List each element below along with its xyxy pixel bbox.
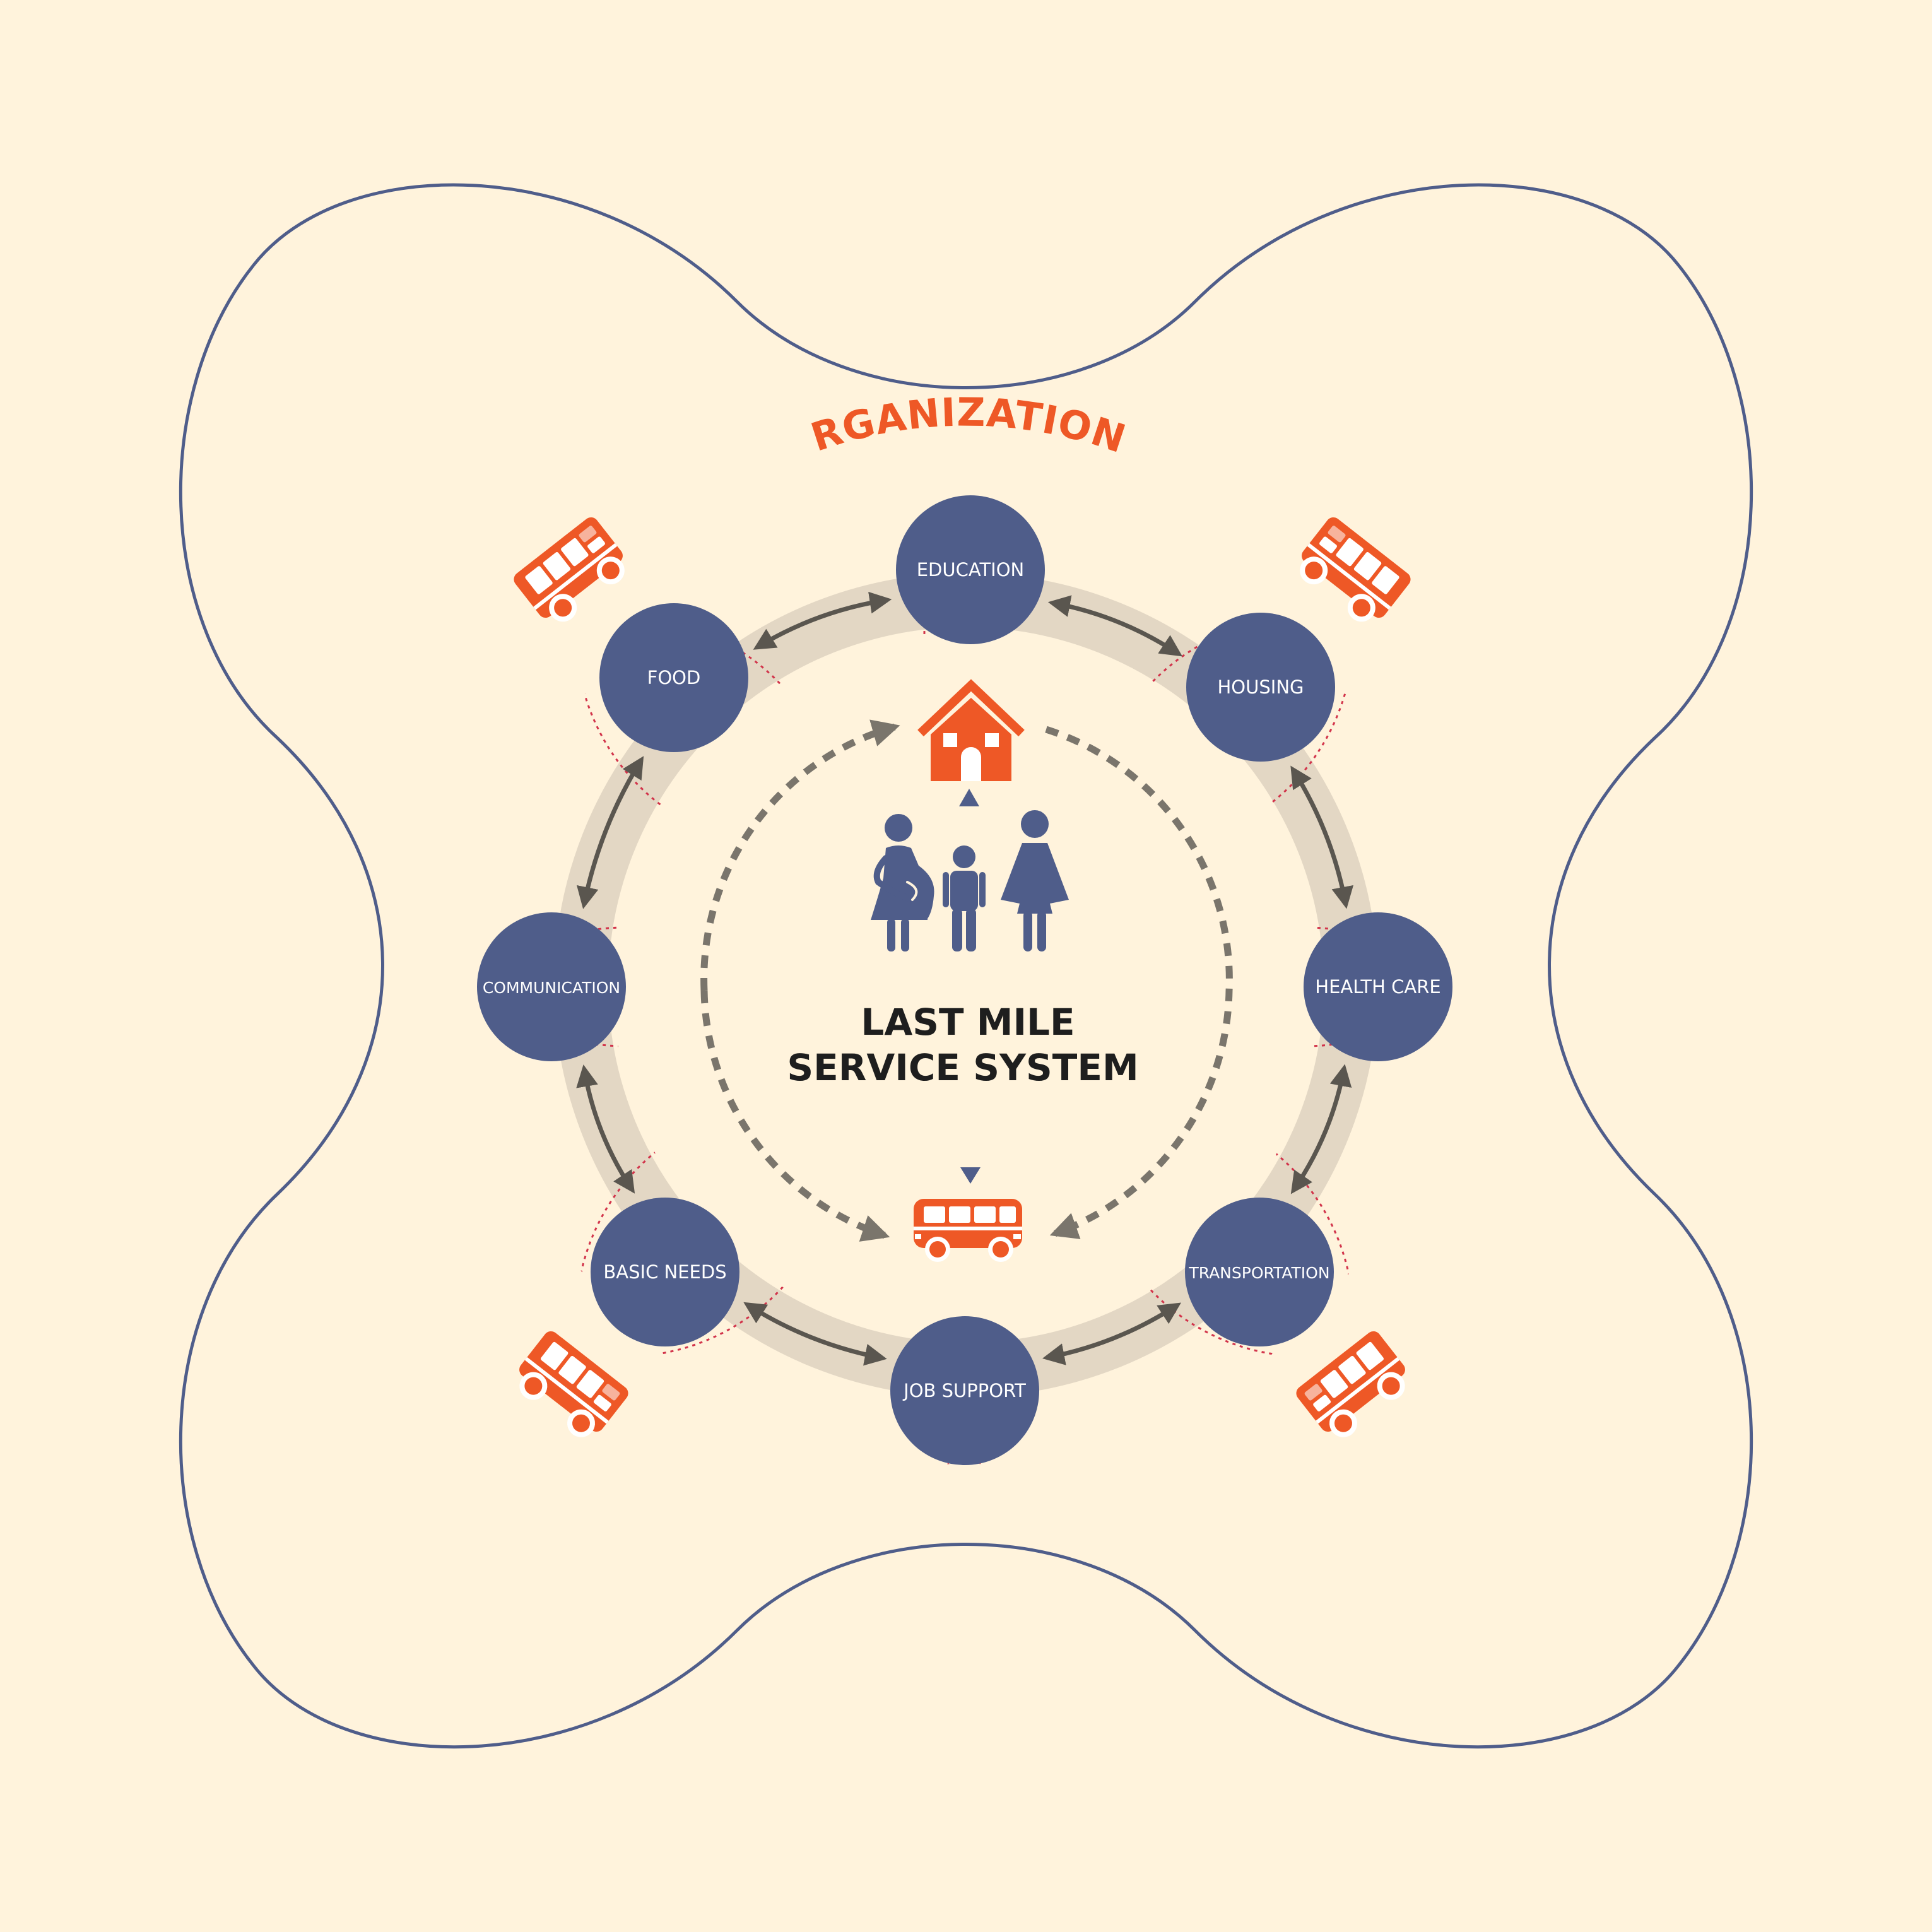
service-node-health-care: HEALTH CARE: [1304, 912, 1452, 1061]
service-node-education: EDUCATION: [896, 495, 1045, 644]
connector-arrow: [1290, 765, 1353, 909]
organizations-boundary: [179, 183, 1753, 1749]
node-connector-arrows: [576, 591, 1353, 1366]
service-node-circle: [477, 912, 626, 1061]
service-node-label: HEALTH CARE: [1315, 976, 1440, 998]
pointer-down-icon: [960, 1167, 981, 1184]
house-icon: [917, 679, 1025, 781]
connector-arrow: [1290, 1064, 1352, 1194]
service-node-food: FOOD: [599, 603, 748, 752]
service-node-circle: [896, 495, 1045, 644]
connector-arrow: [577, 756, 644, 909]
service-node-basic-needs: BASIC NEEDS: [591, 1198, 739, 1346]
bus-icon: [1289, 514, 1414, 633]
service-node-circle: [591, 1198, 739, 1346]
service-node-circle: [1304, 912, 1452, 1061]
service-node-housing: HOUSING: [1186, 613, 1335, 762]
service-node-label: TRANSPORTATION: [1188, 1264, 1329, 1282]
organizations-label: ORGANIZATIONS: [0, 0, 1132, 462]
service-node-circle: [1186, 613, 1335, 762]
service-node-communication: COMMUNICATION: [477, 912, 626, 1061]
service-node-transportation: TRANSPORTATION: [1185, 1198, 1334, 1346]
inner-flow-loop: [700, 719, 1233, 1242]
service-node-job-support: JOB SUPPORT: [890, 1316, 1039, 1465]
service-node-label: EDUCATION: [917, 559, 1025, 580]
service-node-label: JOB SUPPORT: [902, 1380, 1026, 1401]
connector-arrow: [753, 591, 892, 650]
service-node-circle: [890, 1316, 1039, 1465]
diagram-title-line2: SERVICE SYSTEM: [787, 1046, 1138, 1089]
service-node-label: HOUSING: [1218, 676, 1304, 698]
connector-arrow: [1042, 1302, 1181, 1365]
service-node-label: COMMUNICATION: [483, 979, 620, 997]
bus-icon: [914, 1199, 1022, 1262]
service-node-label: BASIC NEEDS: [603, 1261, 726, 1283]
bus-icon: [1293, 1328, 1418, 1447]
family-icon: [871, 810, 1069, 951]
pointer-up-icon: [959, 789, 979, 806]
connector-arrow: [576, 1064, 635, 1194]
connector-arrow: [1047, 595, 1183, 657]
bus-icon: [507, 1328, 632, 1447]
connector-arrow: [743, 1302, 887, 1366]
service-node-circle: [599, 603, 748, 752]
bus-icon: [510, 514, 635, 633]
service-node-label: FOOD: [647, 667, 701, 688]
diagram-title-line1: LAST MILE: [861, 1001, 1075, 1044]
service-node-circle: [1185, 1198, 1334, 1346]
